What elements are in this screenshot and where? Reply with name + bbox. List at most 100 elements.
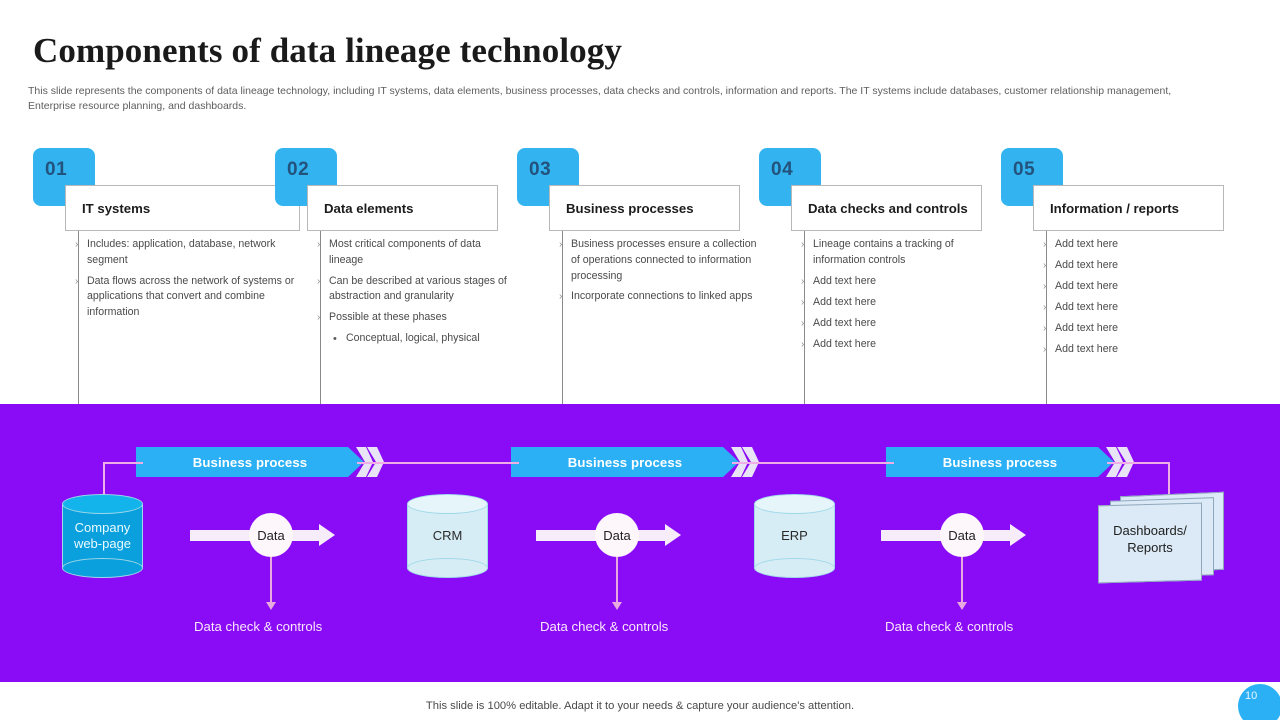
card-bullet-item: ›Add text here [799, 337, 1000, 353]
chevron-right-icon: › [801, 338, 805, 350]
card-bullet-item: ›Add text here [1041, 237, 1242, 253]
cylinder-label-line1: CRM [432, 528, 463, 543]
card-header-box[interactable]: Information / reports [1033, 185, 1224, 231]
connector-line-bp1-bp2 [357, 462, 519, 464]
document-stack-reports[interactable]: Dashboards/Reports [1096, 491, 1236, 584]
data-node-circle-3[interactable]: Data [940, 513, 984, 557]
card-bullet-item: › Lineage contains a tracking of informat… [799, 237, 1000, 269]
cylinder-top [62, 494, 143, 514]
card-bullet-text: Business processes ensure a collection o… [571, 238, 757, 282]
card-bullet-text: Add text here [1055, 259, 1119, 271]
card-bullet-item: ›Add text here [1041, 279, 1242, 295]
data-check-label-2: Data check & controls [540, 619, 669, 634]
card-number-label: 05 [1013, 159, 1036, 180]
cylinder-top [407, 494, 488, 514]
card-connector-line [804, 231, 805, 405]
card-header-box[interactable]: Data checks and controls [791, 185, 982, 231]
footer-note: This slide is 100% editable. Adapt it to… [425, 700, 855, 712]
banner-body: Business process [136, 447, 364, 477]
chevron-right-icon: › [801, 296, 805, 308]
business-process-banner-1[interactable]: Business process [136, 447, 394, 477]
connector-line-reports-down [1168, 462, 1170, 500]
card-bullet-text: Can be described at various stages of ab… [329, 274, 507, 303]
card-bullet-item: › Includes: application, database, networ… [73, 237, 318, 269]
cylinder-label: CRM [407, 494, 488, 578]
card-bullet-item: › Add text here [799, 295, 1000, 311]
connector-line-bp3-reports [1107, 462, 1170, 464]
card-header-box[interactable]: Data elements [307, 185, 498, 231]
chevron-right-icon: › [1043, 239, 1047, 250]
chevron-right-icon: › [317, 239, 321, 250]
flow-arrow-head-1 [319, 524, 335, 546]
data-check-connector-2 [616, 557, 618, 603]
data-check-label-1: Data check & controls [194, 619, 323, 634]
card-subbullet-item: • Conceptual, logical, physical [315, 331, 516, 347]
cylinder-label: ERP [754, 494, 835, 578]
connector-line-bp2-bp3 [732, 462, 894, 464]
document-label-line2: Reports [1127, 540, 1173, 555]
chevron-right-icon: › [1043, 344, 1047, 355]
cylinder-label-line1: Company [74, 520, 131, 535]
cylinder-label-line2: web-page [73, 536, 132, 551]
card-connector-line [78, 231, 79, 405]
bullet-dot-icon: • [333, 333, 337, 346]
database-cylinder-crm[interactable]: CRM [407, 494, 488, 578]
business-process-banner-3[interactable]: Business process [886, 447, 1144, 477]
card-number-label: 01 [45, 159, 68, 180]
card-bullet-text: Add text here [1055, 280, 1119, 292]
card-bullet-text: Lineage contains a tracking of informati… [813, 238, 954, 266]
data-check-connector-3 [961, 557, 963, 603]
card-header-box[interactable]: IT systems [65, 185, 300, 231]
card-title: IT systems [82, 200, 151, 216]
chevron-right-icon: › [75, 239, 79, 250]
card-bullet-text: Includes: application, database, network… [87, 238, 276, 266]
card-bullet-text: Incorporate connections to linked apps [571, 290, 753, 303]
chevron-right-icon: › [1043, 323, 1047, 334]
chevron-right-icon: › [1043, 302, 1047, 313]
card-bullet-text: Add text here [813, 295, 877, 308]
business-process-banner-2[interactable]: Business process [511, 447, 769, 477]
page-title: Components of data lineage technology [33, 31, 622, 70]
card-bullet-item: ›Add text here [799, 316, 1000, 332]
card-bullet-text: Add text here [1055, 343, 1119, 355]
database-cylinder-erp[interactable]: ERP [754, 494, 835, 578]
card-number-badge: 01 [33, 148, 95, 206]
card-bullet-list: ›Add text here›Add text here›Add text he… [1041, 237, 1242, 363]
page-subtitle: This slide represents the components of … [28, 85, 1172, 112]
card-bullet-item: ›Data flows across the network of system… [73, 274, 318, 321]
data-node-circle-2[interactable]: Data [595, 513, 639, 557]
card-header-box[interactable]: Business processes [549, 185, 740, 231]
card-connector-line [1046, 231, 1047, 405]
data-node-circle-1[interactable]: Data [249, 513, 293, 557]
card-bullet-item: ›Possible at these phases [315, 310, 516, 326]
cylinder-label-line1: ERP [781, 528, 808, 543]
card-bullet-list: ›Most critical components of data lineag… [315, 237, 516, 352]
document-label-line1: Dashboards/ [1113, 523, 1187, 538]
card-bullet-text: Add text here [1055, 322, 1119, 334]
chevron-right-icon: › [317, 275, 321, 287]
chevron-right-icon: › [1043, 260, 1047, 271]
card-connector-line [320, 231, 321, 405]
card-bullet-text: Add text here [813, 274, 877, 287]
card-bullet-text: Possible at these phases [329, 311, 447, 324]
chevron-right-icon: › [559, 239, 563, 250]
chevron-right-icon: › [75, 275, 79, 287]
card-bullet-list: › Includes: application, database, networ… [73, 237, 318, 326]
data-check-arrow-head-2 [612, 602, 622, 610]
card-title: Data elements [324, 200, 414, 216]
chevron-right-icon: › [801, 275, 805, 287]
card-bullet-text: Add text here [813, 316, 877, 329]
data-check-label-3: Data check & controls [885, 619, 1014, 634]
connector-line-source-up [103, 462, 143, 464]
card-title: Information / reports [1050, 200, 1179, 216]
chevron-right-icon: › [801, 239, 805, 250]
banner-body: Business process [511, 447, 739, 477]
data-check-connector-1 [270, 557, 272, 603]
banner-label: Business process [942, 454, 1058, 470]
cylinder-top [754, 494, 835, 514]
card-subbullet-text: Conceptual, logical, physical [346, 332, 480, 345]
card-connector-line [562, 231, 563, 405]
